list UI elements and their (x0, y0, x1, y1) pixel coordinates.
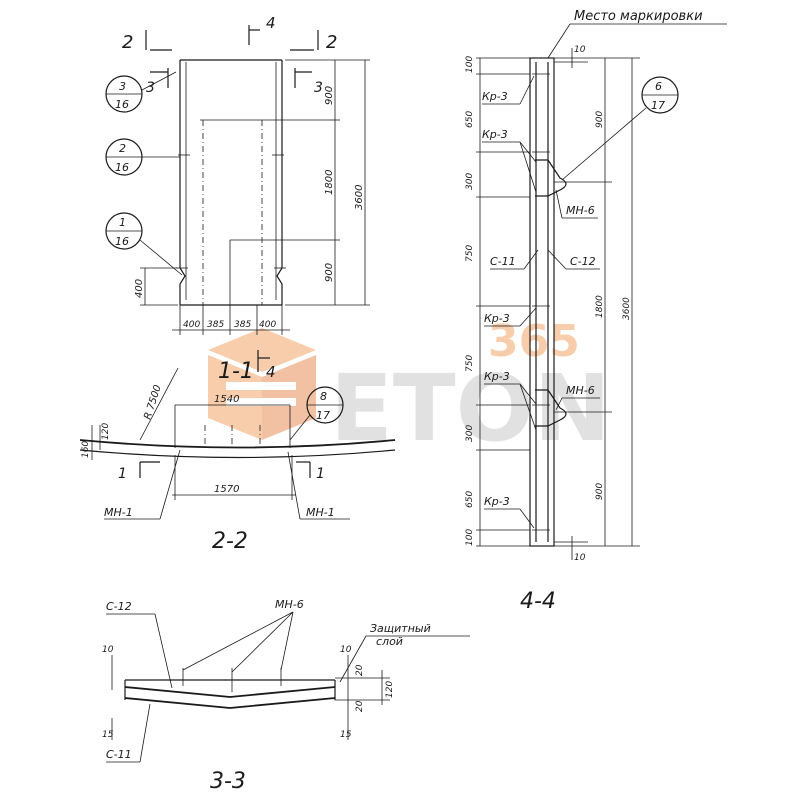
cut-1-left: 1 (118, 466, 127, 482)
dim-1800-r: 1800 (595, 295, 605, 318)
watermark-brand: ETON (330, 355, 611, 462)
label-c12-33: С-12 (106, 600, 132, 613)
cut-3-right: 3 (314, 80, 323, 96)
section-title-3-3: 3-3 (210, 769, 246, 794)
watermark-emblem (208, 328, 316, 440)
dim-1540: 1540 (214, 394, 239, 405)
dim-10-r: 10 (340, 645, 352, 655)
dim-300-bottom: 300 (465, 425, 475, 442)
cut-4-top: 4 (266, 14, 276, 32)
section-title-4-4: 4-4 (520, 589, 556, 614)
cut-3-left: 3 (146, 80, 155, 96)
section-title-2-2: 2-2 (212, 529, 248, 554)
view-3-3-section: МН-6 С-12 С-11 Защитный слой 10 15 10 20… (102, 598, 470, 794)
label-mn6-33: МН-6 (275, 598, 304, 611)
dim-300-top: 300 (465, 173, 475, 190)
dim-100-bottom: 100 (465, 529, 475, 546)
svg-text:16: 16 (115, 98, 129, 111)
label-kr3-3: Кр-3 (484, 312, 510, 325)
dim-20-r2: 20 (355, 700, 365, 712)
dim-20-r1: 20 (355, 664, 365, 676)
view-1-1-elevation: 900 1800 900 3600 400 400 385 385 400 2 … (122, 14, 370, 384)
label-kr3-5: Кр-3 (484, 495, 510, 508)
callout-2-16: 2 16 (105, 138, 180, 176)
label-c11-33: С-11 (106, 748, 132, 761)
radius-r7500: R 7500 (142, 384, 163, 421)
dim-15-r: 15 (340, 730, 352, 740)
label-mn6-44-2: МН-6 (566, 384, 595, 397)
dim-10-l: 10 (102, 645, 114, 655)
label-mn1-right: МН-1 (306, 506, 335, 519)
svg-text:6: 6 (655, 80, 662, 93)
svg-text:17: 17 (651, 99, 665, 112)
dim-1570: 1570 (214, 484, 239, 495)
svg-text:8: 8 (320, 390, 327, 403)
dim-160: 160 (81, 441, 91, 458)
dim-1800: 1800 (324, 170, 335, 195)
label-kr3-1: Кр-3 (482, 90, 508, 103)
dim-750-bottom: 750 (465, 355, 475, 372)
cut-4-plan: 4 (266, 363, 276, 381)
label-cover-1: Защитный (370, 622, 431, 635)
dim-900-bottom: 900 (324, 263, 335, 282)
svg-text:16: 16 (115, 235, 129, 248)
dim-900-r-bottom: 900 (595, 483, 605, 500)
dim-650-bottom: 650 (465, 491, 475, 508)
callout-1-16: 1 16 (105, 212, 183, 276)
dim-650-top: 650 (465, 111, 475, 128)
label-marking-place: Место маркировки (574, 9, 703, 24)
cut-1-right: 1 (316, 466, 325, 482)
dim-3600: 3600 (354, 185, 365, 210)
dim-400-left: 400 (134, 279, 145, 298)
label-kr3-4: Кр-3 (484, 370, 510, 383)
watermark-number: 365 (488, 316, 580, 367)
cut-2-right: 2 (326, 32, 337, 53)
label-c11-44: С-11 (490, 255, 516, 268)
label-cover-2: слой (376, 635, 403, 648)
view-4-4-side: Место маркировки 100 650 300 750 750 300… (465, 9, 727, 614)
svg-text:3: 3 (119, 80, 126, 93)
label-kr3-2: Кр-3 (482, 128, 508, 141)
dim-120: 120 (101, 423, 111, 440)
dim-385-b2: 385 (234, 320, 251, 330)
label-mn6-44-1: МН-6 (566, 204, 595, 217)
section-title-1-1: 1-1 (218, 359, 254, 384)
dim-10-bottom: 10 (574, 553, 586, 563)
svg-text:17: 17 (316, 409, 330, 422)
dim-400-b1: 400 (183, 320, 200, 330)
dim-750-top: 750 (465, 245, 475, 262)
callout-group: 3 16 2 16 1 16 (105, 71, 183, 276)
dim-3600-r: 3600 (622, 297, 632, 320)
dim-400-b2: 400 (259, 320, 276, 330)
callout-8-17: 8 17 (289, 386, 344, 441)
callout-3-16: 3 16 (105, 71, 177, 113)
dim-10-top: 10 (574, 45, 586, 55)
label-mn1-left: МН-1 (104, 506, 133, 519)
dim-900-r-top: 900 (595, 111, 605, 128)
watermark-logo: ETON 365 (208, 316, 611, 462)
dim-15-l: 15 (102, 730, 114, 740)
label-c12-44: С-12 (570, 255, 596, 268)
dim-900-top: 900 (324, 86, 335, 105)
svg-text:1: 1 (119, 216, 126, 229)
callout-6-17: 6 17 (561, 76, 679, 181)
svg-text:16: 16 (115, 161, 129, 174)
svg-text:2: 2 (119, 142, 126, 155)
dim-120-r: 120 (385, 681, 395, 698)
dim-100-top: 100 (465, 56, 475, 73)
dim-385-b1: 385 (207, 320, 224, 330)
cut-2-left: 2 (122, 32, 133, 53)
